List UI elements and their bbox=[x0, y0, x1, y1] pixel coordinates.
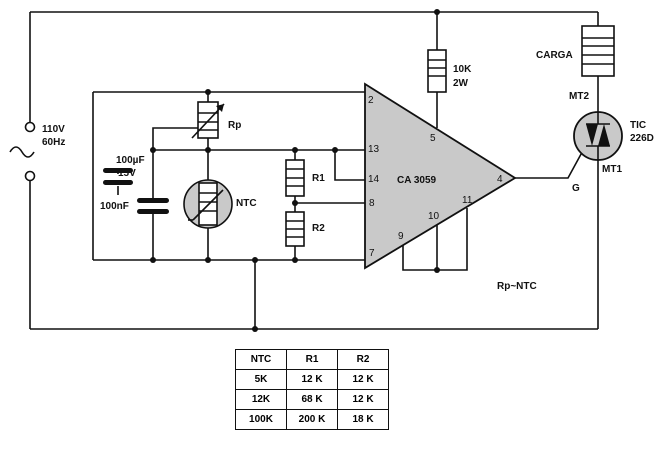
table-cell: 18 K bbox=[337, 409, 389, 430]
table-header-row: NTC R1 R2 bbox=[235, 349, 389, 370]
header-cell: R2 bbox=[337, 349, 389, 370]
pin-7: 7 bbox=[369, 248, 375, 259]
gate-label: G bbox=[572, 183, 580, 194]
supply-frequency-label: 60Hz bbox=[42, 137, 65, 148]
pin-4: 4 bbox=[497, 174, 503, 185]
pin-5: 5 bbox=[430, 133, 436, 144]
cap2-value-label: 100nF bbox=[100, 201, 129, 212]
thermistor-ntc: NTC bbox=[183, 179, 257, 229]
triac-model-label: 226D bbox=[630, 133, 654, 144]
resistor-r2: R2 bbox=[285, 211, 325, 247]
resistor-power-label: 2W bbox=[453, 78, 469, 89]
pin-8: 8 bbox=[369, 198, 375, 209]
header-cell: R1 bbox=[286, 349, 338, 370]
table-cell: 12 K bbox=[286, 369, 338, 390]
resistor-r1: R1 bbox=[285, 159, 325, 197]
pin-11: 11 bbox=[462, 195, 473, 206]
cap1-value-label: 100µF bbox=[116, 155, 145, 166]
terminal-icon bbox=[24, 121, 36, 133]
cap1-voltage-label: 15V bbox=[118, 168, 136, 179]
ntc-label: NTC bbox=[236, 198, 257, 209]
r2-label: R2 bbox=[312, 223, 325, 234]
supply-voltage-label: 110V bbox=[42, 124, 65, 135]
table-cell: 12K bbox=[235, 389, 287, 410]
load-label: CARGA bbox=[536, 50, 573, 61]
capacitor-100nf: 100nF bbox=[100, 198, 169, 214]
ic-label: CA 3059 bbox=[397, 175, 437, 186]
ic-ca3059: CA 3059 2 5 13 14 8 7 4 9 10 11 bbox=[364, 82, 517, 270]
table-row: 12K 68 K 12 K bbox=[235, 389, 389, 410]
table-cell: 68 K bbox=[286, 389, 338, 410]
ac-source: 110V 60Hz bbox=[9, 121, 65, 182]
table-cell: 200 K bbox=[286, 409, 338, 430]
note-label: Rp~NTC bbox=[497, 281, 537, 292]
table-cell: 5K bbox=[235, 369, 287, 390]
table-row: 100K 200 K 18 K bbox=[235, 409, 389, 430]
r1-label: R1 bbox=[312, 173, 325, 184]
table-cell: 12 K bbox=[337, 389, 389, 410]
pin-2: 2 bbox=[368, 95, 374, 106]
pin-9: 9 bbox=[398, 231, 404, 242]
mt2-label: MT2 bbox=[569, 91, 589, 102]
mt1-label: MT1 bbox=[602, 164, 622, 175]
capacitor-100uf: 100µF 15V bbox=[103, 155, 145, 185]
component-values-table: NTC R1 R2 5K 12 K 12 K 12K 68 K 12 K 100… bbox=[235, 349, 389, 430]
pin-13: 13 bbox=[368, 144, 380, 155]
table-cell: 100K bbox=[235, 409, 287, 430]
sine-wave-icon bbox=[9, 146, 35, 158]
potentiometer-rp: Rp bbox=[191, 101, 241, 139]
pin-10: 10 bbox=[428, 211, 440, 222]
table-row: 5K 12 K 12 K bbox=[235, 369, 389, 390]
triac-tic226d: TIC 226D MT2 MT1 G bbox=[569, 91, 654, 194]
table-cell: 12 K bbox=[337, 369, 389, 390]
triac-name-label: TIC bbox=[630, 120, 646, 131]
wires bbox=[29, 11, 599, 330]
load-carga: CARGA bbox=[536, 25, 615, 77]
header-cell: NTC bbox=[235, 349, 287, 370]
rp-label: Rp bbox=[228, 120, 241, 131]
resistor-10k: 10K 2W bbox=[427, 49, 472, 93]
pin-14: 14 bbox=[368, 174, 380, 185]
terminal-icon bbox=[24, 170, 36, 182]
junction-dots bbox=[150, 9, 440, 332]
resistor-value-label: 10K bbox=[453, 64, 472, 75]
